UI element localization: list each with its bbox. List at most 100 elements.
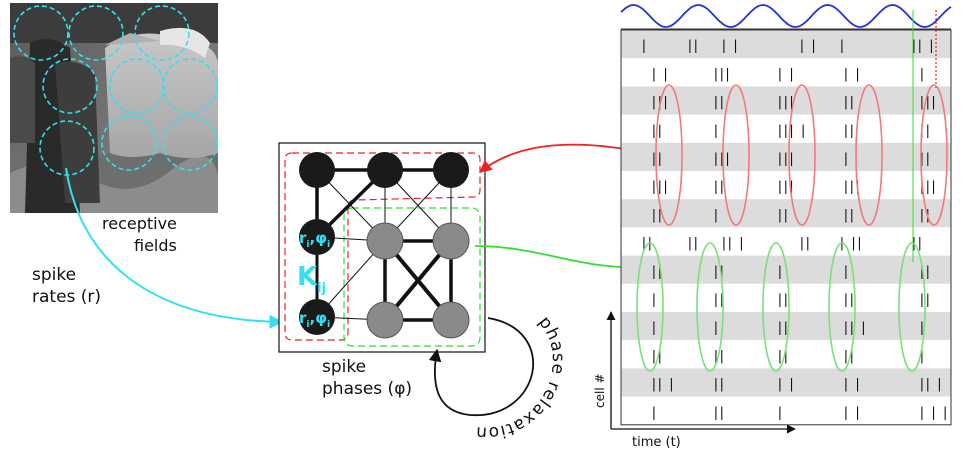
spike-group: ||| | bbox=[776, 123, 805, 138]
spike-group: || bbox=[650, 349, 662, 364]
label-line: spike bbox=[322, 357, 367, 377]
raster-row bbox=[621, 227, 951, 256]
spike-group: ||| bbox=[712, 152, 729, 167]
spike-group: || | bbox=[720, 236, 743, 251]
spike-group: | | bbox=[776, 67, 793, 82]
receptive-field-circle bbox=[13, 5, 69, 61]
spike-group: || bbox=[686, 39, 698, 54]
raster-row bbox=[621, 58, 951, 87]
spike-group: ||| bbox=[776, 152, 793, 167]
gray-node bbox=[432, 222, 470, 260]
red-cluster-ellipse bbox=[855, 84, 883, 226]
raster-row bbox=[621, 142, 951, 171]
label-line: phases (φ) bbox=[322, 379, 413, 399]
dark-node bbox=[433, 152, 469, 188]
raster-row bbox=[621, 86, 951, 115]
raster-row bbox=[621, 312, 951, 341]
spike-group: | | bbox=[720, 39, 737, 54]
spike-group: | | bbox=[776, 377, 793, 392]
spike-group: || bbox=[712, 377, 724, 392]
spike-group: || | bbox=[910, 39, 933, 54]
spike-group: || bbox=[798, 236, 810, 251]
raster-row bbox=[621, 171, 951, 200]
spike-group: ||| bbox=[776, 95, 793, 110]
receptive-field-circle bbox=[68, 5, 124, 61]
spike-raster: |||| || |||| || ||||| || |||||||||||||||… bbox=[620, 4, 952, 426]
spike-group: || bbox=[776, 349, 788, 364]
spike-group: ||| bbox=[918, 95, 935, 110]
raster-row bbox=[621, 30, 951, 59]
spike-group: | bbox=[776, 264, 782, 279]
spike-group: | bbox=[842, 152, 848, 167]
red-cluster-ellipse bbox=[655, 84, 683, 226]
spike-group: || bbox=[712, 95, 724, 110]
spike-group: || bbox=[918, 293, 930, 308]
spike-group: || bbox=[686, 236, 698, 251]
receptive-field-circle bbox=[109, 58, 165, 114]
spike-group: | bbox=[640, 39, 646, 54]
spike-group: || bbox=[918, 152, 930, 167]
spike-group: | bbox=[712, 208, 718, 223]
spike-group: || bbox=[650, 208, 662, 223]
spike-group: | bbox=[650, 405, 656, 420]
label-line: rates (r) bbox=[32, 287, 102, 307]
spike-group: | bbox=[712, 123, 718, 138]
spike-group: | | | bbox=[918, 405, 947, 420]
spike-group: || bbox=[842, 95, 854, 110]
green-cluster-ellipse bbox=[828, 242, 856, 372]
spike-group: || bbox=[918, 264, 930, 279]
node-label: ri,φi bbox=[299, 229, 330, 250]
spike-group: || bbox=[842, 208, 854, 223]
spike-group: | || bbox=[838, 236, 861, 251]
time-axis-label: time (t) bbox=[632, 435, 681, 450]
spike-group: || bbox=[776, 293, 788, 308]
spike-group: || bbox=[640, 236, 652, 251]
spike-group: ||| bbox=[918, 180, 935, 195]
red-cluster-ellipse bbox=[788, 84, 816, 226]
spike-group: || bbox=[776, 321, 788, 336]
phase-relaxation-arrow bbox=[428, 317, 535, 416]
gray-node bbox=[432, 301, 470, 339]
dark-node-labeled bbox=[299, 219, 335, 255]
receptive-field-circle bbox=[101, 115, 157, 171]
oscillation-trace bbox=[620, 4, 952, 28]
spike-group: ||| bbox=[712, 67, 729, 82]
label-line: receptive bbox=[102, 214, 177, 233]
spike-group: | bbox=[842, 264, 848, 279]
receptive-field-circle bbox=[42, 58, 98, 114]
red-cluster-ellipse bbox=[722, 84, 750, 226]
coupling-label: Kij bbox=[297, 262, 326, 296]
spike-group: || bbox=[712, 264, 724, 279]
dark-node bbox=[299, 152, 335, 188]
spike-group: | bbox=[918, 349, 924, 364]
spike-group: || bbox=[712, 180, 724, 195]
dark-node bbox=[367, 152, 403, 188]
spike-group: | | bbox=[650, 67, 667, 82]
spike-group: || bbox=[712, 405, 724, 420]
green-cluster-ellipse bbox=[762, 242, 790, 372]
spike-group: | bbox=[712, 321, 718, 336]
spike-group: ||| bbox=[650, 180, 667, 195]
receptive-field-circle bbox=[162, 115, 218, 171]
receptive-fields-label: receptive fields bbox=[102, 213, 177, 257]
spike-group: || bbox=[650, 152, 662, 167]
spike-group: || bbox=[776, 208, 788, 223]
cell-axis-label: cell # bbox=[593, 373, 607, 408]
green-group-outline bbox=[343, 207, 481, 347]
green-cluster-ellipse bbox=[898, 242, 926, 372]
green-group-arrow bbox=[474, 245, 644, 274]
receptive-field-circle bbox=[134, 5, 190, 61]
spike-group: || bbox=[712, 293, 724, 308]
receptive-field-circle bbox=[162, 58, 218, 114]
red-group-arrow bbox=[479, 143, 644, 173]
spike-group: | bbox=[918, 321, 924, 336]
spike-group: || bbox=[918, 123, 930, 138]
raster-row bbox=[621, 283, 951, 312]
spike-group: | bbox=[918, 67, 924, 82]
raster-row bbox=[621, 114, 951, 143]
rate-arrow bbox=[65, 167, 284, 329]
spike-group: | | bbox=[842, 67, 859, 82]
spike-rates-label: spike rates (r) bbox=[32, 264, 101, 308]
